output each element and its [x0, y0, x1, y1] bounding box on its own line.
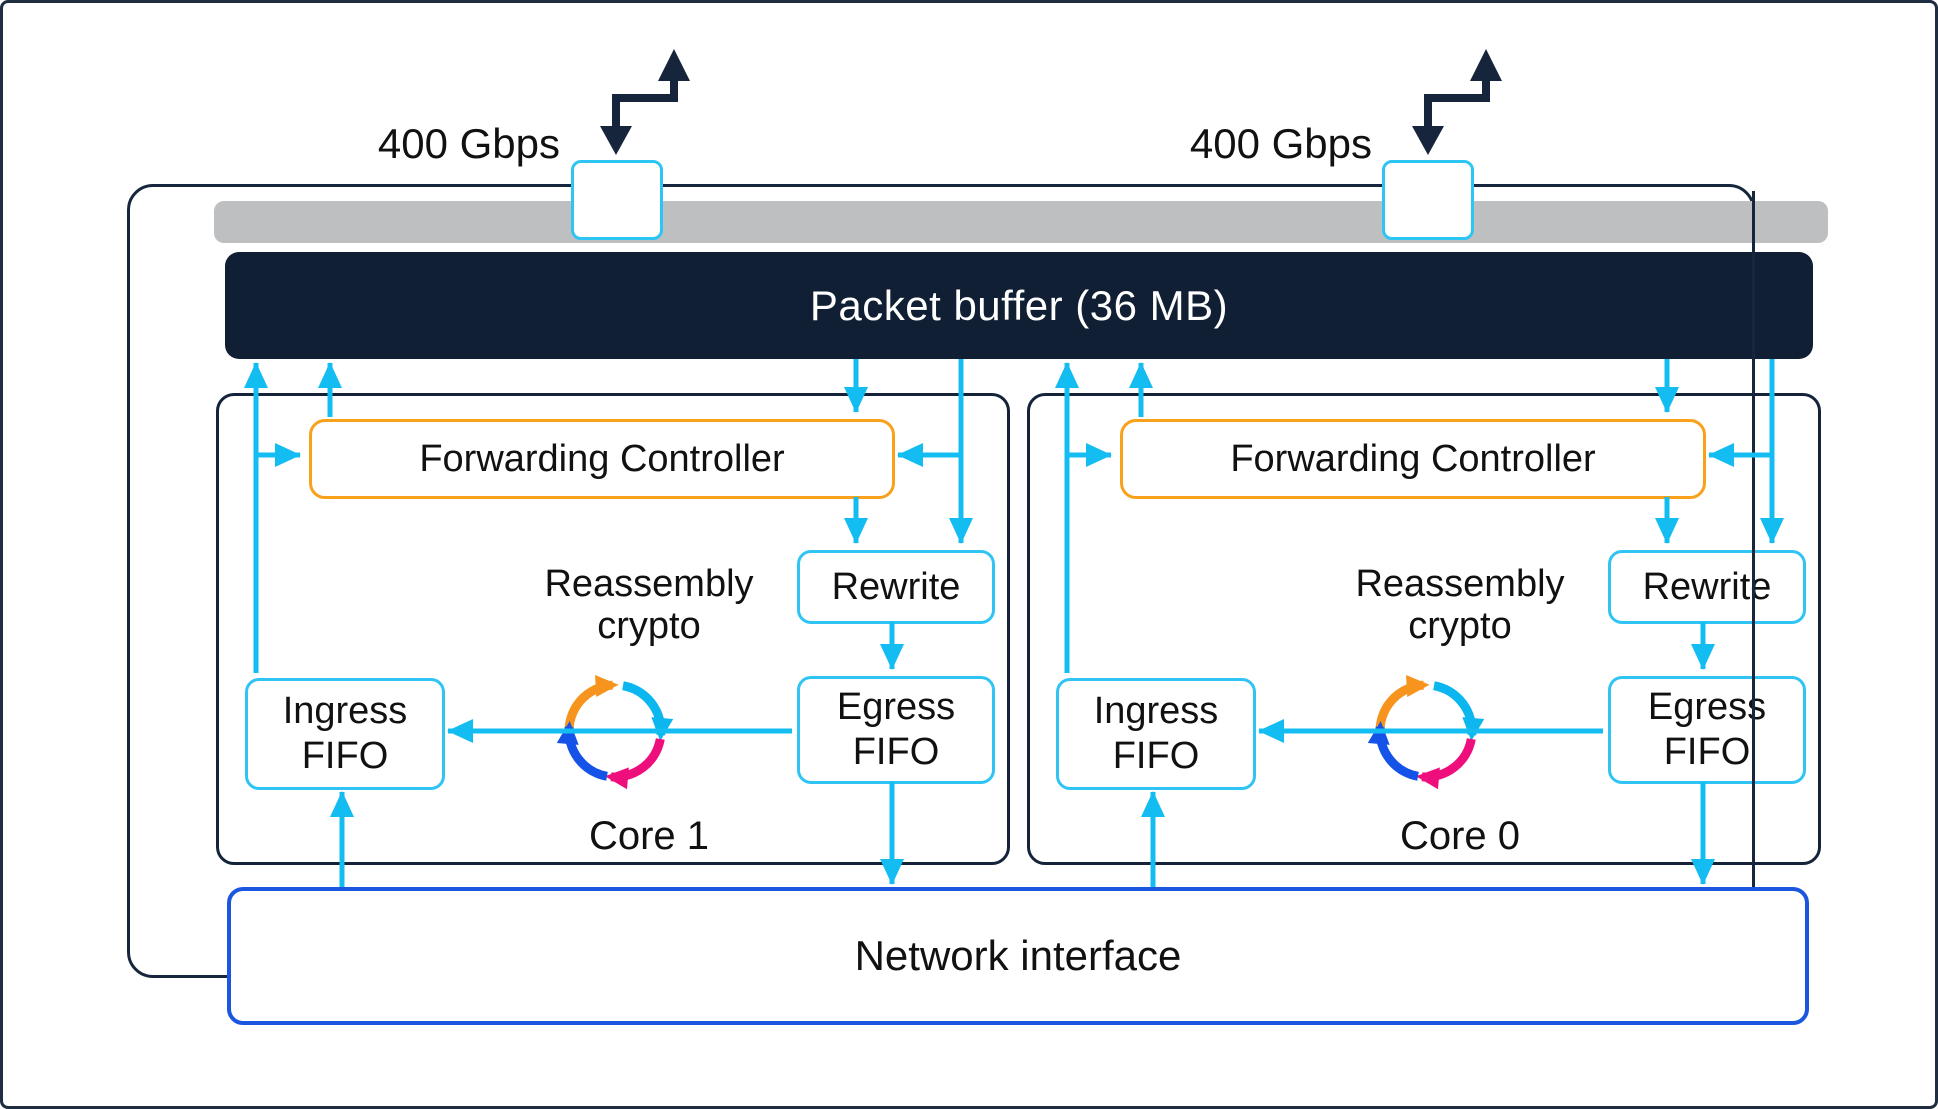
core-block-0: Forwarding Controller Reassembly crypto … — [1027, 393, 1821, 865]
port-zigzag-arrow-icon — [1412, 49, 1502, 155]
forwarding-controller-label: Forwarding Controller — [419, 437, 785, 480]
core-name-label: Core 1 — [588, 814, 710, 858]
port-speed-label: 400 Gbps — [377, 120, 560, 167]
forwarding-controller-label: Forwarding Controller — [1230, 437, 1596, 480]
network-interface-label: Network interface — [854, 932, 1182, 979]
port-zigzag-arrow-icon — [600, 49, 690, 155]
ingress-fifo-box: Ingress FIFO — [1056, 678, 1256, 790]
packet-buffer-label: Packet buffer (36 MB) — [809, 281, 1229, 329]
forwarding-controller-box: Forwarding Controller — [309, 419, 895, 499]
chip-boundary-right-edge — [1752, 191, 1755, 887]
egress-fifo-box: Egress FIFO — [797, 676, 995, 784]
ingress-fifo-box: Ingress FIFO — [245, 678, 445, 790]
core-name-label: Core 0 — [1399, 814, 1521, 858]
egress-fifo-box: Egress FIFO — [1608, 676, 1806, 784]
core-block-1: Forwarding Controller Reassembly crypto … — [216, 393, 1010, 865]
forwarding-controller-box: Forwarding Controller — [1120, 419, 1706, 499]
rewrite-box: Rewrite — [797, 550, 995, 624]
front-panel-port — [571, 160, 663, 240]
rewrite-box: Rewrite — [1608, 550, 1806, 624]
network-interface-block: Network interface — [227, 887, 1809, 1025]
port-speed-label: 400 Gbps — [1189, 120, 1372, 167]
port-bus-bar — [214, 201, 1828, 243]
front-panel-port — [1382, 160, 1474, 240]
packet-buffer-block: Packet buffer (36 MB) — [225, 252, 1813, 359]
